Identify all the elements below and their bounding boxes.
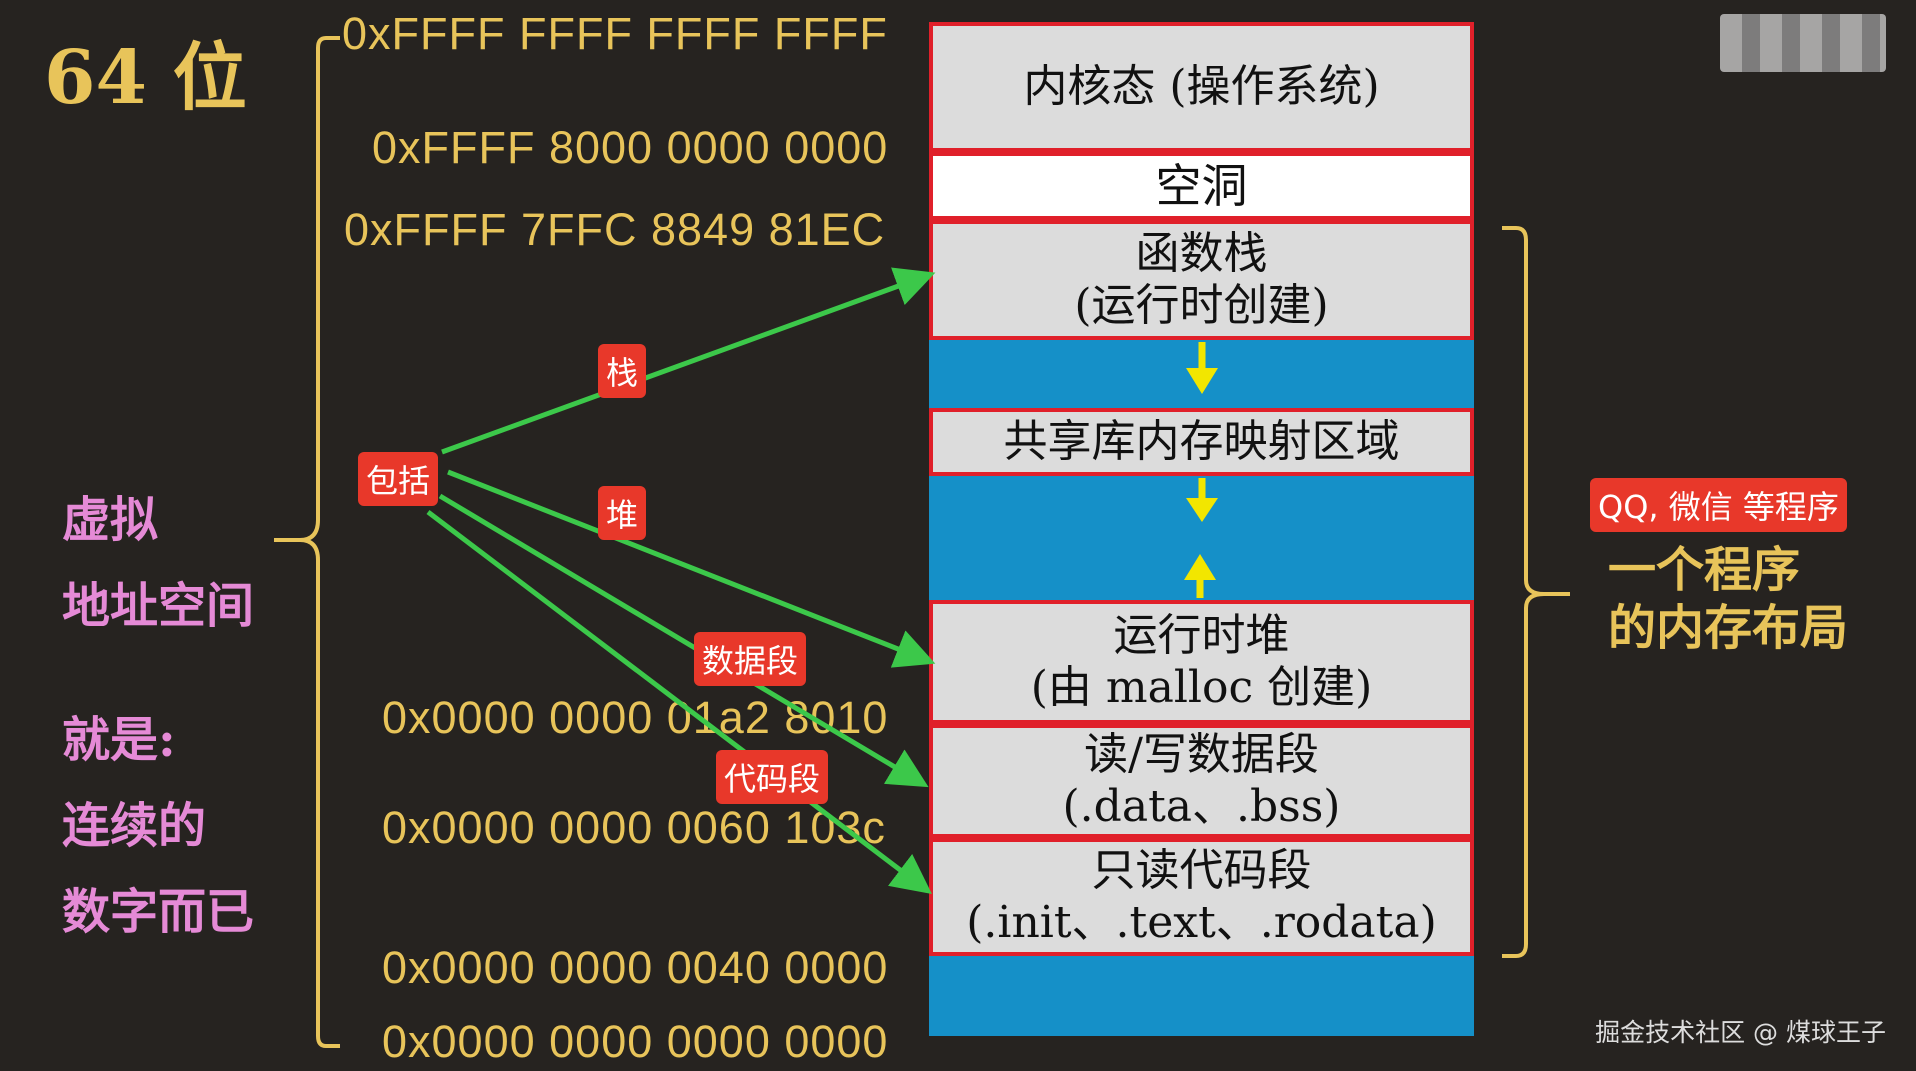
address-text-start: 0x0000 0000 0040 0000 (382, 942, 889, 993)
left-text-virtual: 虚拟 (62, 492, 159, 548)
segment-stack: 函数栈 (运行时创建) (929, 220, 1474, 340)
segment-stack-subtitle: (运行时创建) (1074, 280, 1329, 331)
segment-heap: 运行时堆 (由 malloc 创建) (929, 600, 1474, 724)
segment-kernel-label: 内核态 (操作系统) (1023, 61, 1380, 113)
segment-text-title: 只读代码段 (1091, 845, 1312, 897)
tag-include: 包括 (358, 452, 439, 506)
segment-shared-libs: 共享库内存映射区域 (929, 408, 1474, 476)
tag-data-segment: 数据段 (694, 632, 807, 686)
green-arrow-heap (447, 469, 936, 668)
segment-data-title: 读/写数据段 (1084, 729, 1319, 781)
left-text-is: 就是: (62, 712, 176, 768)
tag-qq-wechat: QQ, 微信 等程序 (1590, 478, 1847, 532)
address-text: 0x0000 0000 0060 103c (382, 802, 886, 853)
right-brace (1502, 226, 1570, 958)
segment-heap-title: 运行时堆 (1113, 610, 1290, 662)
address-stack-pointer: 0xFFFF 7FFC 8849 81EC (344, 204, 886, 255)
address-kernel-start: 0xFFFF 8000 0000 0000 (372, 122, 889, 173)
segment-kernel: 内核态 (操作系统) (929, 22, 1474, 152)
right-text-memory-layout: 的内存布局 (1608, 600, 1849, 656)
segment-heap-subtitle: (由 malloc 创建) (1030, 662, 1373, 713)
watermark: 掘金技术社区 @ 煤球王子 (1595, 1018, 1886, 1047)
segment-text: 只读代码段 (.init、.text、.rodata) (929, 838, 1474, 956)
free-space-bottom (929, 954, 1474, 1036)
yellow-arrow-shared-grows-down (1186, 478, 1218, 522)
segment-hole: 空洞 (929, 152, 1474, 220)
segment-hole-label: 空洞 (1155, 158, 1248, 213)
left-text-numbers: 数字而已 (62, 884, 255, 940)
segment-data: 读/写数据段 (.data、.bss) (929, 724, 1474, 838)
green-arrow-stack (441, 267, 936, 455)
yellow-arrow-stack-grows-down (1186, 342, 1218, 394)
green-arrow-data (438, 493, 929, 788)
address-top: 0xFFFF FFFF FFFF FFFF (342, 8, 888, 59)
segment-data-subtitle: (.data、.bss) (1062, 781, 1341, 832)
left-text-address-space: 地址空间 (62, 578, 255, 634)
tag-code-segment: 代码段 (716, 750, 829, 804)
segment-shared-libs-label: 共享库内存映射区域 (1003, 416, 1400, 468)
left-text-continuous: 连续的 (62, 798, 207, 854)
right-text-one-program: 一个程序 (1608, 542, 1801, 598)
tag-heap: 堆 (598, 486, 647, 540)
green-arrow-code (426, 510, 932, 895)
tag-stack: 栈 (598, 344, 647, 398)
address-data: 0x0000 0000 01a2 8010 (382, 692, 889, 743)
segment-stack-title: 函数栈 (1135, 228, 1268, 280)
yellow-arrow-heap-grows-up (1184, 554, 1216, 598)
page-title: 64 位 (44, 35, 247, 121)
address-zero: 0x0000 0000 0000 0000 (382, 1016, 889, 1067)
segment-text-subtitle: (.init、.text、.rodata) (966, 897, 1437, 948)
blurred-corner-logo (1720, 14, 1886, 72)
